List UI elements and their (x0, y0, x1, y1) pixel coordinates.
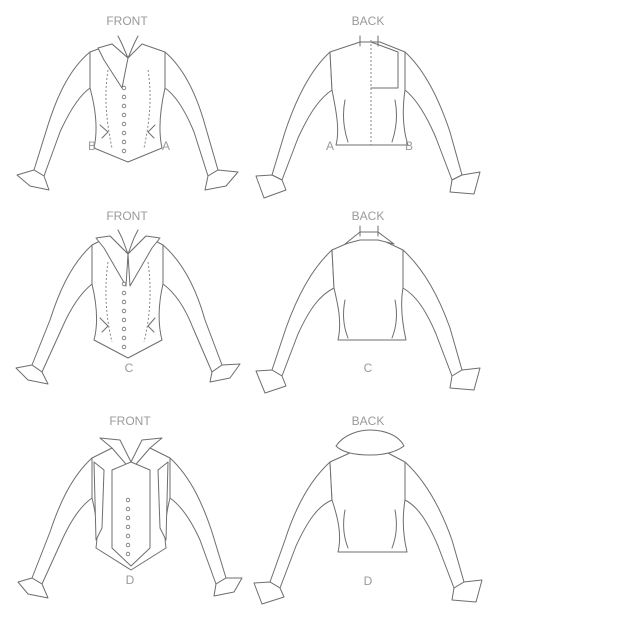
left-cuff (253, 581, 285, 605)
back-seam-left (343, 99, 349, 143)
bodice (91, 235, 164, 359)
back-view-d: BACK D (253, 414, 483, 605)
view-letter-c: C (364, 361, 373, 375)
left-sleeve (31, 244, 93, 373)
left-sleeve (33, 51, 91, 177)
front-buttons (125, 497, 131, 557)
front-buttons (121, 85, 127, 154)
right-cuff (204, 169, 239, 191)
front-seam (105, 69, 113, 149)
view-letter-c: C (125, 361, 134, 375)
back-seam-left (343, 509, 349, 549)
right-cuff (449, 367, 481, 391)
front-seam (105, 261, 113, 343)
right-sleeve (169, 457, 227, 585)
left-sleeve (269, 461, 333, 589)
lapel (97, 43, 129, 89)
right-cuff (213, 577, 243, 597)
back-wide-collar (335, 429, 405, 456)
back-bodice (329, 41, 409, 146)
left-sleeve (271, 249, 335, 377)
left-sleeve (31, 457, 93, 585)
back-bodice (331, 239, 407, 341)
bodice (89, 43, 166, 163)
back-heading: BACK (352, 209, 385, 223)
dart-right (147, 124, 156, 139)
right-sleeve (402, 249, 463, 377)
back-seam-right (391, 509, 397, 549)
back-bodice (329, 451, 408, 553)
front-view-c: FRONT C (15, 209, 241, 385)
neck-line (117, 229, 139, 255)
view-letter-a: A (326, 139, 334, 153)
front-seam-right (143, 69, 151, 149)
left-cuff (15, 364, 49, 385)
left-cuff (255, 174, 287, 199)
front-heading: FRONT (106, 209, 148, 223)
right-sleeve (404, 461, 465, 589)
collar-left (95, 235, 129, 287)
back-view-c: BACK C (255, 209, 481, 394)
back-heading: BACK (352, 414, 385, 428)
back-seam-right (391, 299, 397, 339)
lapel-right (157, 461, 169, 541)
neck-mark (359, 35, 379, 47)
neck-line (117, 35, 139, 59)
lapel-left (93, 461, 105, 541)
view-letter-a: A (162, 139, 170, 153)
left-cuff (16, 169, 50, 191)
right-cuff (451, 579, 483, 603)
left-sleeve (271, 51, 333, 181)
dart-right (147, 317, 156, 333)
back-seam-right (391, 99, 397, 143)
front-heading: FRONT (106, 14, 148, 28)
back-heading: BACK (352, 14, 385, 28)
front-buttons (121, 281, 127, 350)
right-sleeve (162, 244, 223, 373)
front-seam-right (143, 261, 151, 343)
collar-right (127, 235, 161, 287)
right-cuff (449, 171, 481, 195)
center-panel (111, 461, 151, 567)
right-sleeve (164, 51, 219, 177)
right-cuff (209, 363, 241, 383)
front-view-ab: FRONT B A (16, 14, 239, 191)
view-letter-d: D (126, 573, 135, 587)
front-heading: FRONT (109, 414, 151, 428)
view-letter-b: B (88, 139, 96, 153)
collar-flap (370, 41, 399, 89)
back-view-ab: BACK A B (255, 14, 481, 199)
neck-mark (359, 225, 379, 237)
back-seam-left (343, 299, 349, 339)
dart-left (99, 124, 109, 139)
left-cuff (255, 369, 287, 394)
right-sleeve (404, 51, 463, 181)
dart-left (99, 317, 109, 333)
wide-collar (99, 437, 163, 471)
view-letter-d: D (364, 574, 373, 588)
front-view-d: FRONT D (17, 414, 243, 599)
view-letter-b: B (405, 139, 413, 153)
left-cuff (17, 577, 49, 599)
